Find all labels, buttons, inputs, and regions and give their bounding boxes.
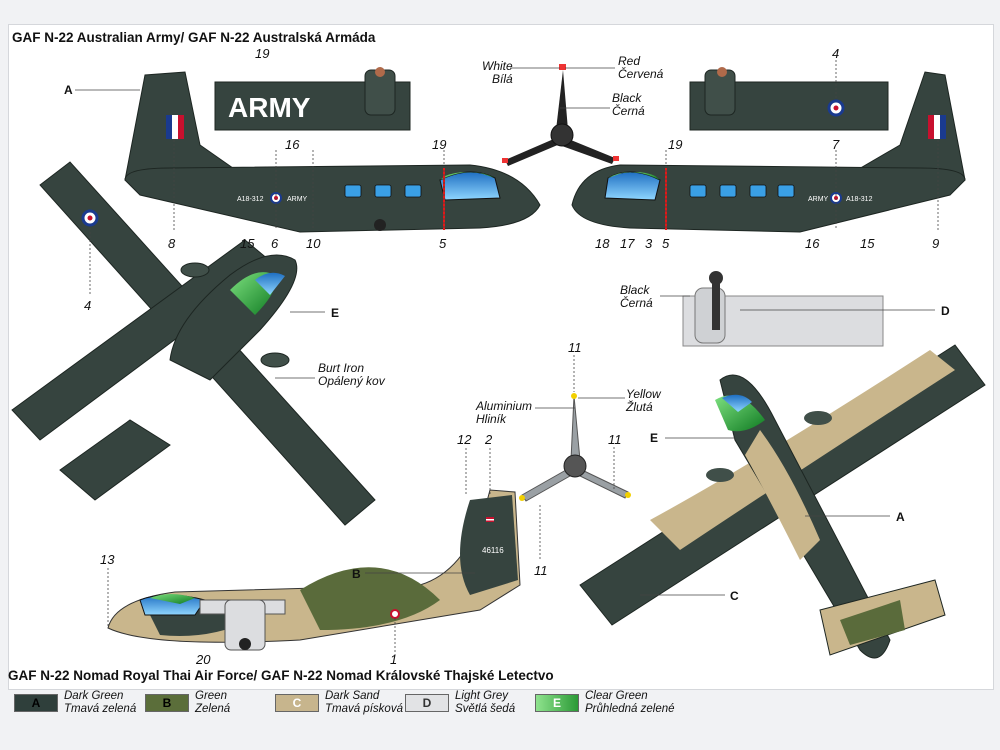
callout-B: B <box>352 567 361 581</box>
legend-C-cz: Tmavá písková <box>325 703 403 715</box>
legend-B-en: Green <box>195 690 227 702</box>
swatch-C: C <box>275 694 319 712</box>
callout-8: 8 <box>168 236 176 251</box>
callout-5-right: 5 <box>662 236 670 251</box>
callout-18: 18 <box>595 236 610 251</box>
callout-12: 12 <box>457 432 472 447</box>
thai-side-view: 46116 <box>107 489 521 651</box>
callout-1: 1 <box>390 652 398 667</box>
au-wing-top-left: ARMY <box>214 67 411 131</box>
au-side-view-right: ARMY A18-312 <box>571 71 966 233</box>
callout-20: 20 <box>196 652 211 667</box>
callout-E-thai: E <box>650 431 659 445</box>
callout-C: C <box>730 589 739 603</box>
callout-10: 10 <box>306 236 321 251</box>
legend-E-cz: Průhledná zelené <box>585 703 675 715</box>
wing-detail-grey <box>682 271 884 347</box>
thai-top-view <box>579 344 986 659</box>
callout-19-right: 19 <box>668 137 683 152</box>
callout-11-bottom: 11 <box>534 563 548 578</box>
au-serial-right: A18-312 <box>846 196 873 203</box>
callout-11-top: 11 <box>568 340 582 355</box>
swatch-B: B <box>145 694 189 712</box>
bottom-title: GAF N-22 Nomad Royal Thai Air Force/ GAF… <box>8 668 554 683</box>
callout-11-right: 11 <box>608 432 622 447</box>
legend-B-cz: Zelená <box>195 703 231 715</box>
legend-A-cz: Tmavá zelená <box>64 703 137 715</box>
au-fin-flash-right <box>928 115 946 139</box>
swatch-D: D <box>405 694 449 712</box>
callout-15-left: 15 <box>240 236 255 251</box>
callout-19-wing: 19 <box>255 46 270 61</box>
callout-15-right: 15 <box>860 236 875 251</box>
propeller-black <box>502 64 619 166</box>
callout-17: 17 <box>620 236 635 251</box>
callout-4-left: 4 <box>84 298 92 313</box>
callout-5-left: 5 <box>439 236 447 251</box>
thai-serial: 46116 <box>482 546 504 555</box>
swatch-A: A <box>14 694 58 712</box>
callout-19-left: 19 <box>432 137 447 152</box>
army-wing-marking: ARMY <box>228 92 311 123</box>
au-army-small-right: ARMY <box>808 196 829 203</box>
legend-D-cz: Světlá šedá <box>455 703 516 715</box>
au-side-view-left: A18-312 ARMY <box>124 71 541 233</box>
au-army-small-left: ARMY <box>287 196 308 203</box>
callout-A-top: A <box>64 83 73 97</box>
propeller-aluminium <box>519 393 631 502</box>
swatch-E: E <box>535 694 579 712</box>
callout-3: 3 <box>645 236 653 251</box>
leader-lines <box>75 60 939 655</box>
callout-16-right: 16 <box>805 236 820 251</box>
callout-16-left: 16 <box>285 137 300 152</box>
au-wing-under-right <box>689 67 889 131</box>
legend-D-en: Light Grey <box>455 690 509 702</box>
au-serial-left: A18-312 <box>237 196 264 203</box>
callout-7: 7 <box>832 137 840 152</box>
callout-2: 2 <box>485 432 493 447</box>
callout-13: 13 <box>100 552 115 567</box>
au-fin-flash-left <box>166 115 184 139</box>
au-top-view <box>11 161 376 526</box>
legend-C-en: Dark Sand <box>325 690 380 702</box>
callout-6: 6 <box>271 236 279 251</box>
legend-E-en: Clear Green <box>585 690 648 702</box>
legend-A-en: Dark Green <box>64 690 124 702</box>
callout-A-thai: A <box>896 510 905 524</box>
callout-E-top: E <box>331 306 340 320</box>
callout-9: 9 <box>932 236 940 251</box>
top-title: GAF N-22 Australian Army/ GAF N-22 Austr… <box>12 30 376 45</box>
callout-4-right: 4 <box>832 46 840 61</box>
callout-D: D <box>941 304 950 318</box>
